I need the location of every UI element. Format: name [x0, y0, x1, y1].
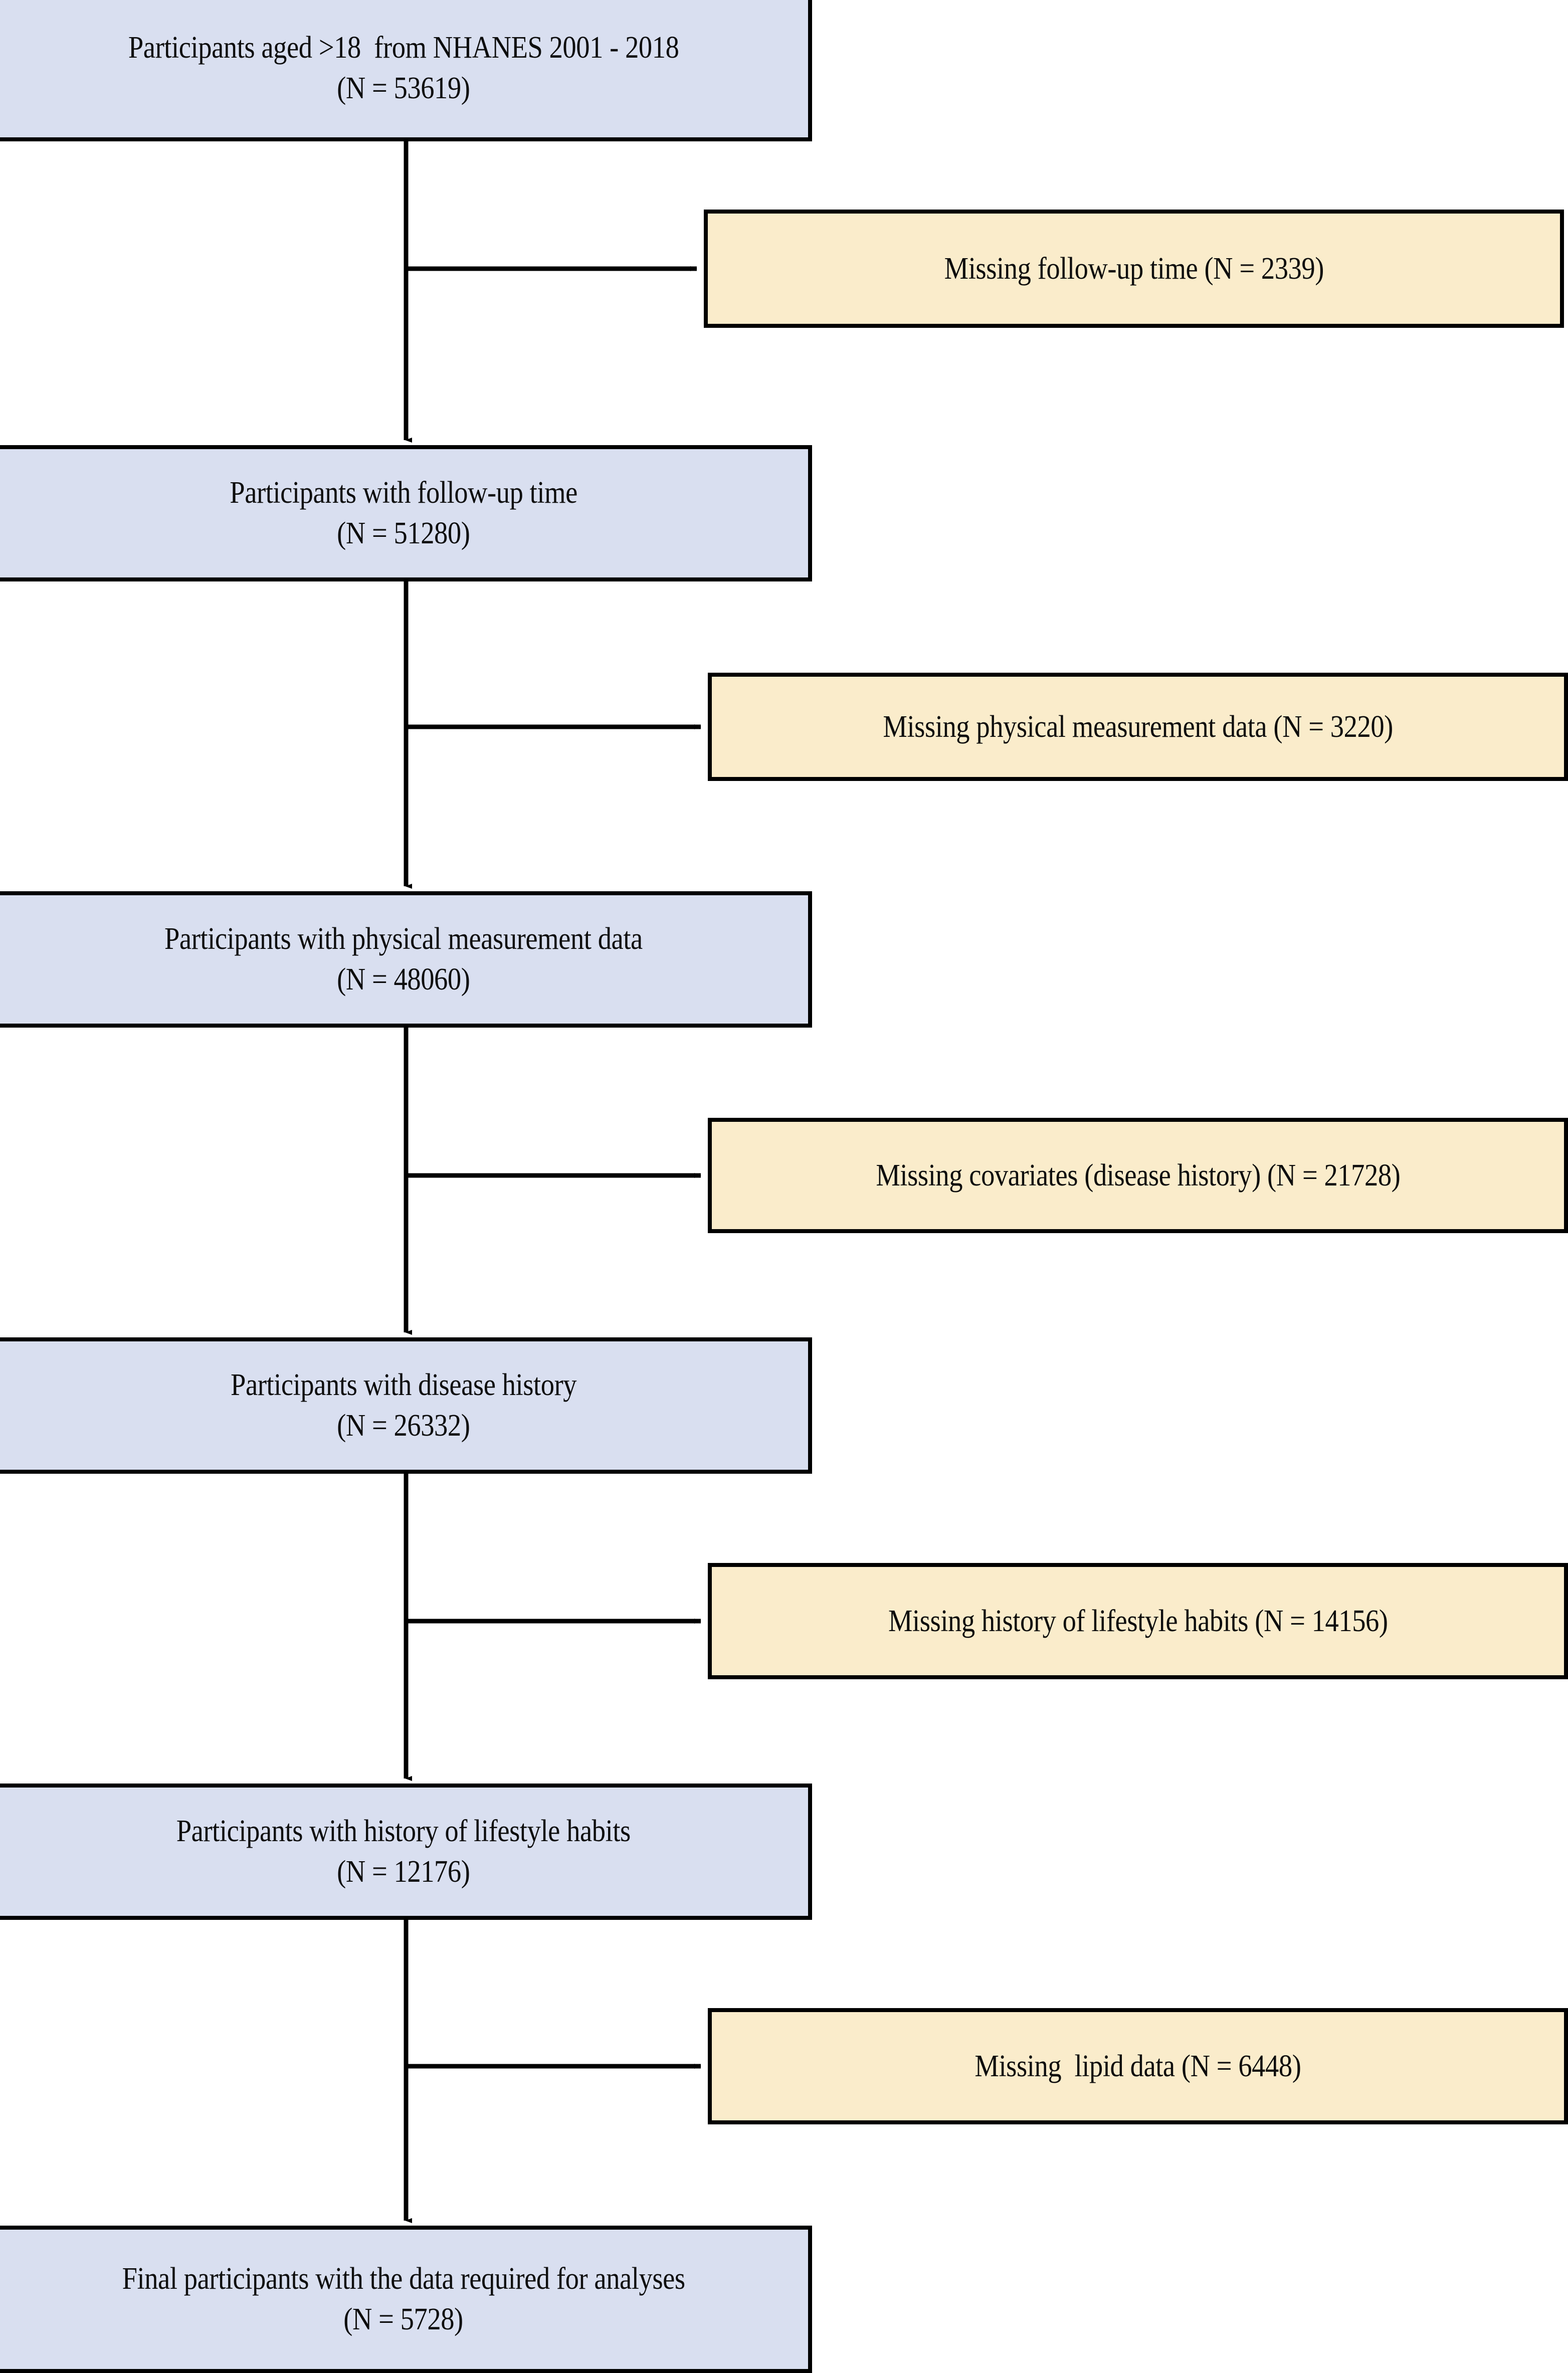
node-line-2: (N = 48060)	[337, 962, 470, 997]
node-line-1: Final participants with the data require…	[122, 2262, 685, 2296]
node-missing-lifestyle-habits: Missing history of lifestyle habits (N =…	[708, 1563, 1568, 1679]
node-line-1: Participants with history of lifestyle h…	[176, 1814, 631, 1849]
node-label: Missing history of lifestyle habits (N =…	[888, 1604, 1388, 1638]
node-label: Missing lipid data (N = 6448)	[974, 2049, 1301, 2083]
node-line-1: Participants with disease history	[230, 1368, 577, 1403]
node-missing-physical-measurement: Missing physical measurement data (N = 3…	[708, 673, 1568, 781]
node-final-analytic-sample: Final participants with the data require…	[0, 2226, 812, 2373]
node-with-lifestyle-habits: Participants with history of lifestyle h…	[0, 1784, 812, 1920]
node-missing-covariates: Missing covariates (disease history) (N …	[708, 1118, 1568, 1233]
node-source-population: Participants aged >18 from NHANES 2001 -…	[0, 0, 812, 141]
node-label: Missing follow-up time (N = 2339)	[944, 251, 1324, 286]
node-line-2: (N = 51280)	[337, 516, 470, 550]
node-line-2: (N = 5728)	[343, 2302, 464, 2336]
node-label: Missing physical measurement data (N = 3…	[883, 709, 1393, 744]
node-missing-lipid-data: Missing lipid data (N = 6448)	[708, 2008, 1568, 2124]
node-label: Missing covariates (disease history) (N …	[875, 1158, 1401, 1193]
node-with-disease-history: Participants with disease history (N = 2…	[0, 1337, 812, 1474]
node-line-1: Participants with physical measurement d…	[164, 922, 643, 956]
node-line-2: (N = 26332)	[337, 1409, 470, 1443]
node-line-2: (N = 12176)	[337, 1855, 470, 1889]
node-line-1: Participants aged >18 from NHANES 2001 -…	[128, 31, 679, 65]
node-with-followup-time: Participants with follow-up time (N = 51…	[0, 445, 812, 581]
node-line-1: Participants with follow-up time	[230, 476, 577, 510]
node-missing-followup-time: Missing follow-up time (N = 2339)	[704, 210, 1564, 328]
node-with-physical-measurement: Participants with physical measurement d…	[0, 891, 812, 1028]
node-line-2: (N = 53619)	[337, 71, 470, 105]
